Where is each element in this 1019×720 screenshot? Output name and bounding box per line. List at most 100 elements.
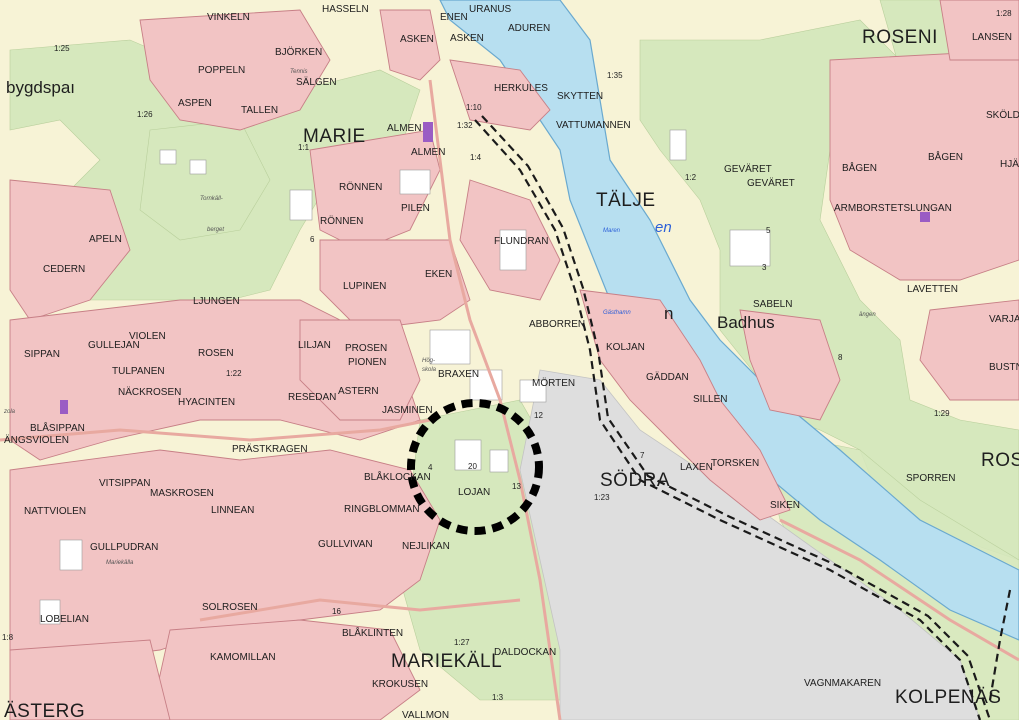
- block-label-angsviolen: ÄNGSVIOLEN: [4, 434, 69, 446]
- block-labels: VINKELN HASSELN ENEN URANUS ADUREN ASKEN…: [4, 4, 1019, 720]
- area-label-bygdspa: bygdspaı: [6, 78, 75, 97]
- area-label-n: n: [664, 304, 673, 323]
- plot-number: 1:35: [607, 71, 623, 80]
- block-asken: [379, 9, 441, 81]
- road-main-ns: [428, 79, 562, 720]
- block-label-ronnen-2: RÖNNEN: [320, 215, 363, 227]
- water-label-en: en: [655, 219, 672, 236]
- buildings: [39, 129, 771, 625]
- block-label-daldockan: DALDOCKAN: [494, 647, 556, 658]
- block-label-jasminen: JASMINEN: [382, 405, 433, 416]
- block-label-violen: VIOLEN: [129, 331, 166, 342]
- block-label-lansen: LANSEN: [972, 32, 1012, 43]
- block-prosen: [299, 319, 421, 421]
- water-label-maren: Maren: [603, 228, 621, 234]
- block-label-kamomillan: KAMOMILLAN: [210, 652, 276, 663]
- block-label-sabeln: SABELN: [753, 299, 792, 310]
- building: [669, 129, 687, 161]
- plot-number: 4: [428, 463, 433, 472]
- railway-branch: [988, 589, 1012, 701]
- plot-number: 1:22: [226, 369, 242, 378]
- building: [499, 229, 527, 271]
- area-label-ros: ROS: [981, 450, 1019, 471]
- block-label-linnean: LINNEAN: [211, 505, 254, 516]
- block-label-bustn: BUSTN: [989, 362, 1019, 373]
- plot-number: 1:27: [454, 638, 470, 647]
- block-label-gevaret-2: GEVÄRET: [747, 177, 795, 189]
- block-label-aspen: ASPEN: [178, 98, 212, 109]
- block-label-aduren: ADUREN: [508, 23, 550, 34]
- block-label-blasippan: BLÅSIPPAN: [30, 421, 85, 434]
- block-label-bagen-2: BÅGEN: [842, 161, 877, 174]
- plot-number: 1:10: [466, 103, 482, 112]
- block-label-resedan: RESEDAN: [288, 392, 336, 403]
- block-mariekall-south: [149, 619, 421, 720]
- block-label-vagnmakaren: VAGNMAKAREN: [804, 678, 881, 689]
- block-label-prosen: PROSEN: [345, 343, 387, 354]
- block-label-nackrosen: NÄCKROSEN: [118, 386, 181, 398]
- block-label-skold: SKÖLD: [986, 109, 1019, 121]
- block-label-vallmon: VALLMON: [402, 710, 449, 720]
- block-label-almen-2: ALMEN: [411, 147, 445, 158]
- block-label-salgen: SÄLGEN: [296, 76, 337, 88]
- building: [59, 539, 83, 571]
- residential-blocks: [9, 0, 1019, 720]
- block-label-enen: ENEN: [440, 12, 468, 23]
- block-label-tallen: TALLEN: [241, 105, 278, 116]
- block-label-prastkragen: PRÄSTKRAGEN: [232, 443, 308, 455]
- highlight-circle[interactable]: [407, 399, 543, 535]
- block-label-varjan: VARJAN: [989, 314, 1019, 325]
- plot-number: 1:28: [996, 9, 1012, 18]
- block-label-ljungen: LJUNGEN: [193, 296, 240, 307]
- block-label-gevaret-1: GEVÄRET: [724, 163, 772, 175]
- block-label-abborren: ABBORREN: [529, 319, 585, 330]
- block-label-uranus: URANUS: [469, 4, 512, 15]
- block-label-lobelian: LOBELIAN: [40, 614, 89, 625]
- block-label-nejlikan: NEJLIKAN: [402, 541, 450, 552]
- block-label-asken-2: ASKEN: [450, 33, 484, 44]
- block-label-torsken: TORSKEN: [711, 458, 759, 469]
- building: [39, 599, 61, 625]
- label-angen: ängen: [859, 312, 876, 318]
- block-label-gullvivan: GULLVIVAN: [318, 539, 373, 550]
- block-label-sippan: SIPPAN: [24, 349, 60, 360]
- block-lansen: [939, 0, 1019, 61]
- block-poppeln: [139, 9, 331, 131]
- area-label-marie: MARIE: [303, 126, 366, 147]
- water: [439, 0, 1019, 641]
- park-label-berget: berget: [207, 227, 224, 233]
- road-west: [0, 418, 431, 442]
- block-label-vitsippan: VITSIPPAN: [99, 478, 151, 489]
- block-koljan: [579, 289, 791, 521]
- block-label-gullpudran: GULLPUDRAN: [90, 542, 158, 553]
- plot-number: 8: [838, 353, 843, 362]
- block-label-herkules: HERKULES: [494, 83, 548, 94]
- block-label-sillen: SILLEN: [693, 394, 727, 405]
- block-label-vattumannen: VATTUMANNEN: [556, 120, 631, 131]
- school-label-skola: skola: [422, 367, 437, 373]
- block-label-blaklockan: BLÅKLOCKAN: [364, 470, 431, 483]
- area-label-talje: TÄLJE: [596, 190, 656, 211]
- block-label-poppeln: POPPELN: [198, 65, 245, 76]
- block-label-blaklinten: BLÅKLINTEN: [342, 626, 403, 639]
- block-label-bjorken: BJÖRKEN: [275, 46, 322, 58]
- plot-number: 1:1: [298, 143, 310, 152]
- area-labels: ROSENI MARIE TÄLJE SÖDRA MARIEKÄLL KOLPE…: [4, 27, 1019, 720]
- block-label-pionen: PIONEN: [348, 357, 386, 368]
- roads: [0, 79, 1019, 720]
- park-label-tornkall: Tornkäll-: [200, 196, 223, 202]
- area-label-sodra: SÖDRA: [600, 470, 670, 491]
- building: [399, 169, 431, 195]
- block-badhus: [739, 309, 841, 421]
- block-label-morten: MÖRTEN: [532, 377, 575, 389]
- plot-number: 12: [534, 411, 543, 420]
- block-label-koljan: KOLJAN: [606, 342, 645, 353]
- plot-number: 1:8: [2, 633, 14, 642]
- railway-track-b: [481, 115, 992, 720]
- block-label-hasseln: HASSELN: [322, 4, 369, 15]
- block-label-cedern: CEDERN: [43, 264, 85, 275]
- road-east: [779, 518, 1019, 662]
- block-label-asken-1: ASKEN: [400, 34, 434, 45]
